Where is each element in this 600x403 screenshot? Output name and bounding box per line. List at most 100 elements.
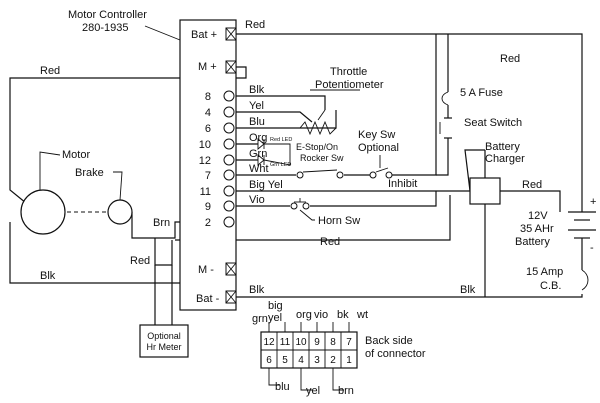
pin-10: 10 Org xyxy=(199,132,268,151)
throttle-potentiometer xyxy=(299,120,337,136)
svg-text:11: 11 xyxy=(200,186,211,198)
fuse-label: 5 A Fuse xyxy=(460,87,503,99)
svg-text:9: 9 xyxy=(314,337,320,348)
brake xyxy=(107,199,133,225)
svg-text:3: 3 xyxy=(314,355,320,366)
throttle-label-2: Potentiometer xyxy=(315,79,384,91)
pin-7: 7 Wht xyxy=(205,163,269,182)
controller-part-number: 280-1935 xyxy=(82,22,129,34)
key-switch-label-1: Key Sw xyxy=(358,129,395,141)
svg-text:4: 4 xyxy=(298,355,304,366)
charger-red-label: Red xyxy=(522,179,542,191)
pin-9: 9 Vio xyxy=(205,194,265,213)
estop-label-2: Rocker Sw xyxy=(300,153,344,163)
svg-text:Grn: Grn xyxy=(249,148,267,160)
svg-text:org: org xyxy=(296,309,312,321)
svg-text:yel: yel xyxy=(268,312,282,324)
horn-switch-label: Horn Sw xyxy=(318,215,360,227)
inhibit-label: Inhibit xyxy=(388,178,417,190)
pin-2: 2 xyxy=(205,216,235,229)
throttle-label-1: Throttle xyxy=(330,66,367,78)
cb-label-2: C.B. xyxy=(540,280,561,292)
svg-text:7: 7 xyxy=(346,337,352,348)
red-wire-label-left: Red xyxy=(40,65,60,77)
charger-label-2: Charger xyxy=(485,153,525,165)
m-plus-label: M + xyxy=(198,61,217,73)
blk-wire-label-bat-minus: Blk xyxy=(249,284,265,296)
bat-plus-label: Bat + xyxy=(191,29,217,41)
cb-label-1: 15 Amp xyxy=(526,266,563,278)
bat-minus-terminal xyxy=(225,290,237,304)
estop-label-1: E-Stop/On xyxy=(296,142,338,152)
circuit-breaker xyxy=(581,269,589,291)
svg-text:Red LED: Red LED xyxy=(270,137,292,143)
connector: 12 11 10 9 8 7 6 5 4 3 2 1 grn big yel o… xyxy=(252,300,426,397)
svg-text:Yel: Yel xyxy=(249,100,264,112)
battery-label-2: 35 AHr xyxy=(520,223,554,235)
controller-title: Motor Controller xyxy=(68,9,147,21)
svg-text:vio: vio xyxy=(314,309,328,321)
svg-text:of connector: of connector xyxy=(365,348,426,360)
svg-text:4: 4 xyxy=(205,107,211,119)
hour-meter xyxy=(139,324,189,358)
svg-text:6: 6 xyxy=(205,123,211,135)
svg-text:Back side: Back side xyxy=(365,335,413,347)
svg-text:8: 8 xyxy=(205,91,211,103)
svg-text:2: 2 xyxy=(205,217,211,229)
svg-text:Blu: Blu xyxy=(249,116,265,128)
svg-text:Wht: Wht xyxy=(249,163,269,175)
svg-text:Grn LED: Grn LED xyxy=(270,162,291,168)
svg-text:6: 6 xyxy=(266,355,272,366)
svg-text:12: 12 xyxy=(263,337,275,348)
battery-label-1: 12V xyxy=(528,210,548,222)
svg-text:10: 10 xyxy=(295,337,307,348)
pin-11: 11 Big Yel xyxy=(200,179,283,198)
svg-text:yel: yel xyxy=(306,385,320,397)
horn-switch xyxy=(290,198,310,210)
motor-label: Motor xyxy=(62,149,90,161)
seat-switch-label: Seat Switch xyxy=(464,117,522,129)
battery-charger xyxy=(469,177,501,205)
svg-text:1: 1 xyxy=(346,355,352,366)
blk-wire-label-right: Blk xyxy=(460,284,476,296)
hour-meter-label-2: Hr Meter xyxy=(146,342,181,352)
battery xyxy=(568,211,596,248)
brake-label: Brake xyxy=(75,167,104,179)
pin-12: 12 Grn xyxy=(199,148,268,167)
seat-switch xyxy=(439,117,452,139)
grn-led: Grn LED xyxy=(257,154,291,168)
svg-text:12: 12 xyxy=(199,155,211,167)
estop-switch xyxy=(296,169,344,179)
svg-text:blu: blu xyxy=(275,381,290,393)
battery-minus: - xyxy=(590,242,594,254)
charger-label-1: Battery xyxy=(485,141,520,153)
pin-8: 8 Blk xyxy=(205,84,265,103)
svg-text:Big Yel: Big Yel xyxy=(249,179,283,191)
svg-text:wt: wt xyxy=(356,309,368,321)
hour-meter-label-1: Optional xyxy=(147,331,181,341)
svg-text:Vio: Vio xyxy=(249,194,265,206)
svg-text:big: big xyxy=(268,300,283,312)
blk-wire-label-bottom: Blk xyxy=(40,270,56,282)
red-wire-label-top: Red xyxy=(245,19,265,31)
svg-text:5: 5 xyxy=(282,355,288,366)
svg-text:Blk: Blk xyxy=(249,84,265,96)
svg-text:8: 8 xyxy=(330,337,336,348)
bat-plus-terminal xyxy=(225,27,237,41)
svg-text:grn: grn xyxy=(252,313,268,325)
svg-text:9: 9 xyxy=(205,201,211,213)
m-plus-terminal xyxy=(225,60,237,74)
pin-6: 6 Blu xyxy=(205,116,265,135)
red-wire-label-right-top: Red xyxy=(500,53,520,65)
key-switch xyxy=(369,167,393,179)
red-led: Red LED xyxy=(257,137,292,150)
pin-4: 4 Yel xyxy=(205,100,264,119)
key-switch-label-2: Optional xyxy=(358,142,399,154)
m-minus-label: M - xyxy=(198,264,214,276)
red-wire-label-mid: Red xyxy=(320,236,340,248)
brn-wire-label: Brn xyxy=(153,217,170,229)
battery-plus: + xyxy=(590,196,596,208)
fuse xyxy=(441,91,449,106)
red-wire-label-lower: Red xyxy=(130,255,150,267)
